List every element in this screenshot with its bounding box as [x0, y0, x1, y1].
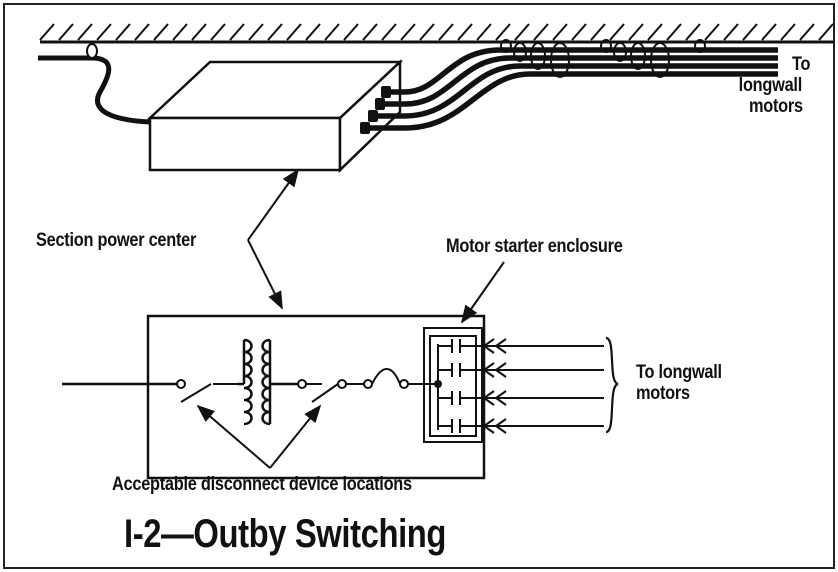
roof-hatch-line — [229, 23, 245, 41]
to-longwall-line-3: motors — [749, 96, 803, 117]
roof-hatch-line — [381, 23, 397, 41]
roof-hatch-line — [77, 23, 93, 41]
roof-hatch-line — [514, 23, 530, 41]
to-longwall-bottom-line-2: motors — [636, 383, 690, 404]
disconnect-switch-2 — [297, 368, 442, 403]
roof-hatch-line — [438, 23, 454, 41]
feeder-arrows — [482, 338, 604, 434]
roof-hatch-line — [533, 23, 549, 41]
roof-hatch-line — [286, 23, 302, 41]
disconnect-location-pointers — [196, 404, 322, 469]
roof-hatch-line — [476, 23, 492, 41]
feeder-arrow — [482, 338, 604, 354]
roof-hatch-line — [362, 23, 378, 41]
to-longwall-motors-bottom-label: To longwall motors — [636, 362, 722, 404]
roof-hatch-line — [685, 23, 701, 41]
outer-frame — [3, 3, 835, 569]
roof-hatch-line — [457, 23, 473, 41]
roof-hatch-line — [134, 23, 150, 41]
schematic-power-center-box — [146, 314, 486, 480]
roof-hatch-line — [267, 23, 283, 41]
contactors — [438, 339, 482, 433]
incoming-cable — [38, 42, 151, 125]
roof-hatch-line — [419, 23, 435, 41]
motor-starter-enclosure-label: Motor starter enclosure — [446, 236, 623, 257]
transformer — [238, 338, 300, 426]
roof-hatch-line — [210, 23, 226, 41]
to-longwall-bottom-line-1: To longwall — [636, 362, 722, 383]
roof-hatch-line — [39, 23, 55, 41]
power-center-box — [146, 59, 404, 173]
motor-starter-enclosure — [423, 327, 483, 443]
roof-hatch-line — [115, 23, 131, 41]
section-power-center-label: Section power center — [36, 230, 197, 251]
contactor — [438, 419, 482, 433]
roof-hatch-line — [799, 23, 815, 41]
power-center-pointers — [247, 168, 300, 310]
roof-hatch-line — [723, 23, 739, 41]
roof-hatch-line — [305, 23, 321, 41]
roof-hatch-line — [96, 23, 112, 41]
outgoing-cables — [364, 47, 778, 131]
roof-hatch-line — [495, 23, 511, 41]
roof-hatch-line — [571, 23, 587, 41]
starter-enclosure-pointer — [460, 261, 505, 324]
figure-title: I-2—Outby Switching — [124, 512, 447, 556]
roof-hatch-line — [609, 23, 625, 41]
motors-brace — [605, 336, 619, 434]
feeder-arrow — [482, 390, 604, 406]
feeder-arrow — [482, 362, 604, 378]
contactor — [438, 363, 482, 377]
roof-hatch-line — [400, 23, 416, 41]
mine-roof — [39, 23, 834, 44]
disconnect-switch-1 — [176, 379, 238, 403]
roof-hatch-line — [590, 23, 606, 41]
roof-hatch-line — [761, 23, 777, 41]
roof-hatch-line — [191, 23, 207, 41]
roof-hatch-line — [172, 23, 188, 41]
to-longwall-line-2: longwall — [738, 75, 803, 96]
roof-hatch-line — [58, 23, 74, 41]
roof-hatch-line — [818, 23, 834, 41]
roof-hatch-line — [742, 23, 758, 41]
roof-hatch-line — [552, 23, 568, 41]
acceptable-disconnect-label: Acceptable disconnect device locations — [112, 474, 412, 495]
roof-hatch-line — [343, 23, 359, 41]
roof-hatch-line — [666, 23, 682, 41]
roof-hatch-line — [248, 23, 264, 41]
feeder-arrow — [482, 418, 604, 434]
roof-hatch-line — [324, 23, 340, 41]
cable-plugs — [360, 86, 391, 134]
roof-hatch-line — [647, 23, 663, 41]
roof-hatch-line — [780, 23, 796, 41]
roof-hatch-line — [628, 23, 644, 41]
roof-hatch-line — [704, 23, 720, 41]
contactor — [438, 391, 482, 405]
to-longwall-motors-top-label: To longwall motors — [739, 54, 838, 117]
contactor — [438, 339, 482, 353]
to-longwall-line-1: To — [792, 54, 811, 75]
cable-hangers — [500, 39, 706, 78]
roof-hatch-line — [153, 23, 169, 41]
